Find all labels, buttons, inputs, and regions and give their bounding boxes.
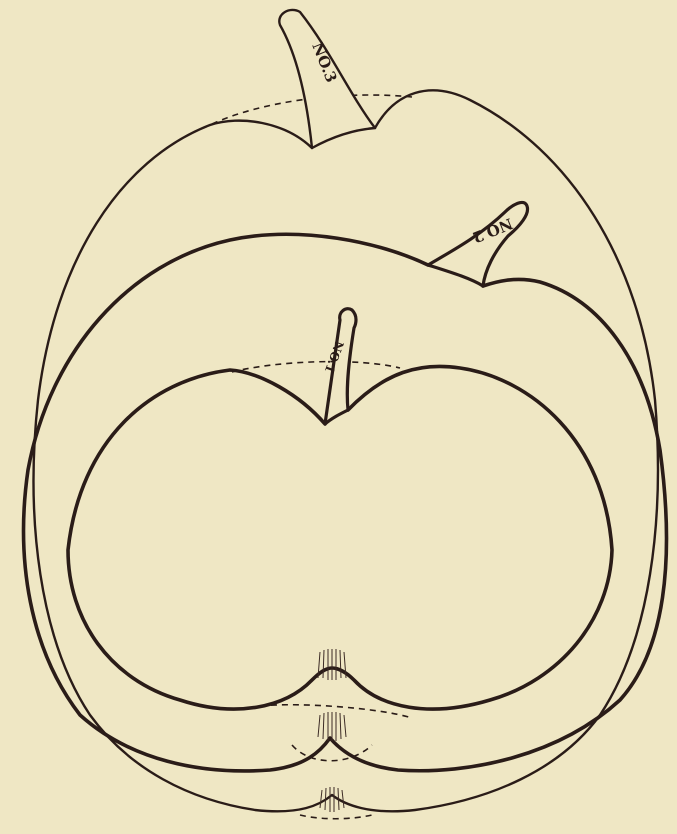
apple-no1-cavity-dash [232,362,400,372]
apple-no1: NO.1 [68,309,612,709]
calyx-no1 [318,649,346,680]
apple-no3-outline [34,90,658,811]
blossom-dash-no3 [300,815,372,819]
calyx-no2 [318,712,346,741]
apple-no2: NO.2 [24,202,667,770]
